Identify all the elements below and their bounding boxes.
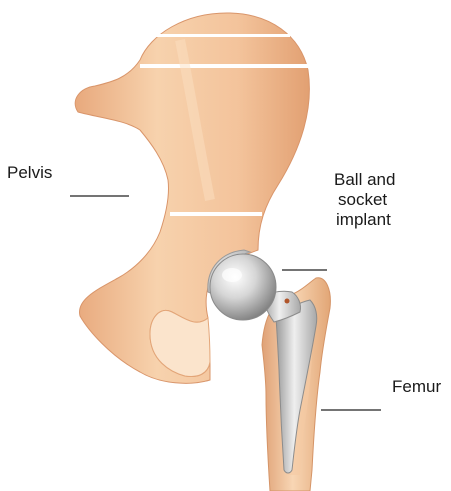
pelvis-label: Pelvis (7, 163, 52, 183)
implant-label-line-3: implant (334, 210, 395, 230)
implant-label: Ball and socket implant (334, 170, 395, 230)
implant-label-line-2: socket (334, 190, 395, 210)
ball-head (210, 254, 276, 320)
femur-label: Femur (392, 377, 441, 397)
implant-label-line-1: Ball and (334, 170, 395, 190)
